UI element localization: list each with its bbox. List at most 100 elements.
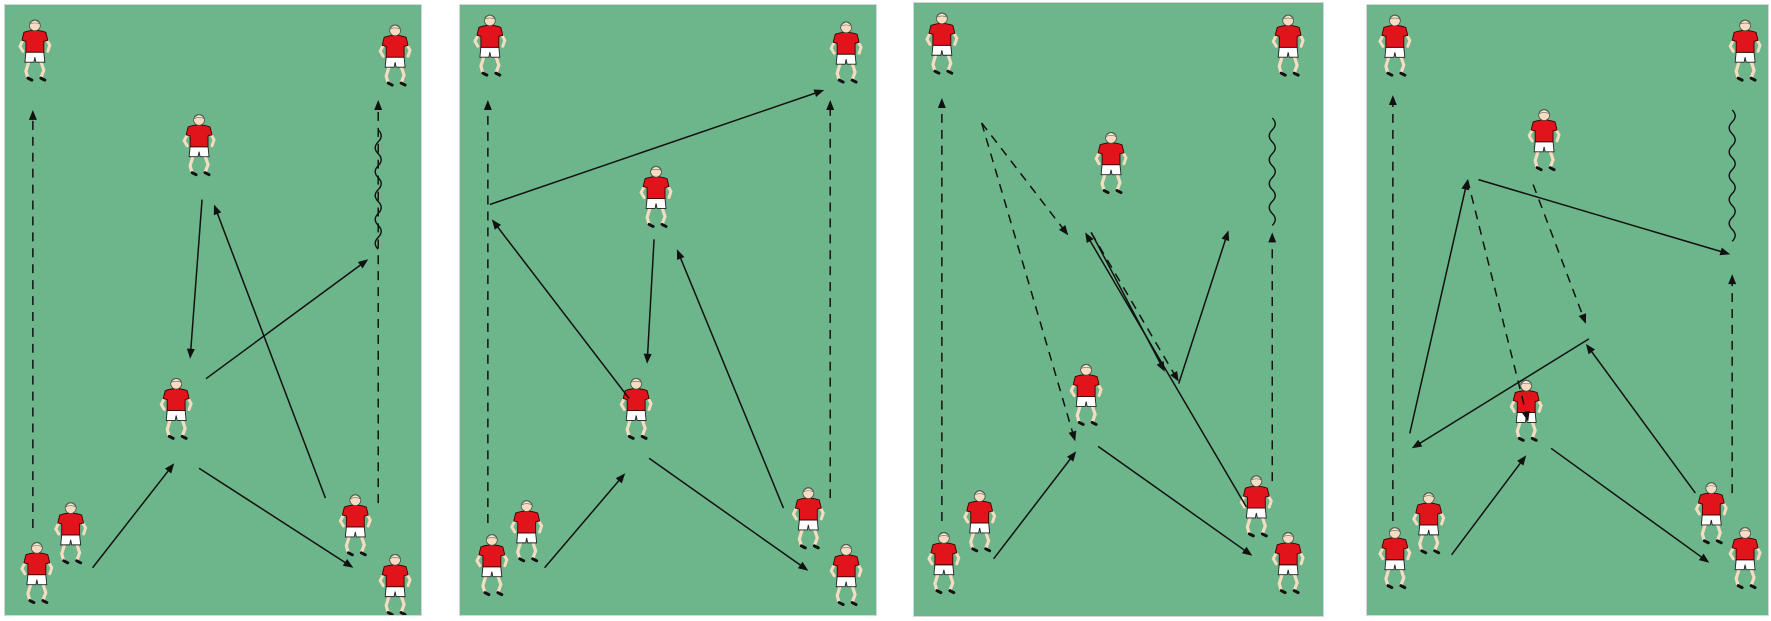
- run-dashed-arrow: [374, 100, 383, 504]
- arrowhead-icon: [491, 219, 502, 230]
- player-figure-icon: [963, 490, 997, 553]
- arrowhead-icon: [1068, 430, 1077, 442]
- arrowhead-icon: [1085, 232, 1094, 243]
- arrowhead-icon: [1066, 451, 1077, 462]
- run-dashed-arrow: [937, 98, 946, 521]
- arrowhead-icon: [1170, 371, 1179, 382]
- run-dashed-arrow: [1532, 184, 1587, 324]
- drill-panel-3: [913, 2, 1324, 617]
- players-layer: [1378, 14, 1762, 590]
- dribble-wavy-line: [1728, 109, 1736, 242]
- run-dashed-arrow: [826, 100, 835, 499]
- arrowhead-icon: [1059, 225, 1069, 236]
- player-figure-icon: [20, 542, 54, 605]
- pass-solid-arrow: [1411, 338, 1590, 449]
- arrowhead-icon: [1268, 232, 1277, 243]
- run-dashed-arrow: [483, 100, 492, 523]
- arrowhead-icon: [643, 353, 652, 364]
- pass-solid-arrow: [186, 199, 203, 359]
- pass-solid-arrow: [213, 204, 327, 499]
- run-dashed-arrow: [1388, 95, 1397, 521]
- arrowhead-icon: [813, 89, 825, 98]
- arrowhead-icon: [1221, 230, 1230, 242]
- pass-solid-arrow: [1409, 179, 1470, 434]
- drill-panel-1: [4, 4, 422, 616]
- pass-solid-arrow: [205, 259, 369, 380]
- arrowhead-icon: [1241, 546, 1253, 556]
- player-figure-icon: [338, 494, 372, 557]
- arrowhead-icon: [1411, 439, 1423, 449]
- arrowhead-icon: [1698, 553, 1710, 563]
- pass-solid-arrow: [1085, 232, 1248, 508]
- pass-solid-arrow: [544, 473, 626, 569]
- pass-solid-arrow: [1097, 445, 1253, 556]
- player-figure-icon: [18, 19, 52, 82]
- arrowhead-icon: [374, 100, 383, 110]
- players-layer: [473, 14, 863, 607]
- pass-solid-arrow: [489, 89, 825, 206]
- arrowhead-icon: [213, 204, 222, 216]
- pass-solid-arrow: [198, 467, 354, 568]
- player-figure-icon: [1527, 109, 1561, 172]
- arrowhead-icon: [1517, 455, 1527, 466]
- pass-solid-arrow: [91, 463, 175, 569]
- dribble-wavy-line: [1268, 117, 1276, 226]
- run-dashed-arrow: [1268, 232, 1277, 482]
- players-layer: [18, 19, 412, 615]
- player-figure-icon: [473, 14, 507, 77]
- player-figure-icon: [829, 21, 863, 84]
- run-dashed-arrow: [1728, 274, 1737, 494]
- drill-panel-4: [1366, 4, 1769, 616]
- player-figure-icon: [1412, 492, 1446, 555]
- player-figure-icon: [1094, 132, 1128, 195]
- arrowhead-icon: [937, 98, 946, 108]
- run-dashed-arrow: [1090, 231, 1179, 382]
- arrowhead-icon: [1521, 410, 1530, 422]
- pass-solid-arrow: [491, 219, 630, 400]
- run-dashed-arrow: [28, 109, 37, 528]
- arrowhead-icon: [676, 249, 685, 261]
- player-figure-icon: [1239, 475, 1273, 538]
- drill-diagram-1: [18, 19, 412, 615]
- arrowhead-icon: [615, 473, 626, 484]
- arrowhead-icon: [357, 259, 369, 269]
- moves-layer: [483, 89, 835, 571]
- run-dashed-arrow: [981, 122, 1069, 236]
- arrowhead-icon: [342, 559, 354, 568]
- player-figure-icon: [1728, 527, 1762, 590]
- arrowhead-icon: [28, 109, 37, 120]
- arrowhead-icon: [826, 100, 835, 110]
- player-figure-icon: [54, 502, 88, 565]
- player-figure-icon: [182, 114, 216, 177]
- pass-solid-arrow: [1177, 230, 1230, 384]
- arrowhead-icon: [483, 100, 492, 110]
- player-figure-icon: [829, 544, 863, 607]
- run-dashed-arrow: [980, 122, 1077, 442]
- pass-solid-arrow: [1478, 178, 1731, 256]
- player-figure-icon: [1378, 14, 1412, 77]
- player-figure-icon: [1378, 527, 1412, 590]
- pass-solid-arrow: [648, 457, 809, 571]
- moves-layer: [1388, 95, 1737, 563]
- player-figure-icon: [925, 12, 959, 75]
- arrowhead-icon: [1719, 247, 1731, 256]
- player-figure-icon: [510, 500, 544, 563]
- pass-solid-arrow: [1450, 455, 1527, 556]
- pass-solid-arrow: [993, 451, 1077, 560]
- player-figure-icon: [1509, 379, 1543, 442]
- pass-solid-arrow: [1090, 232, 1165, 372]
- arrowhead-icon: [797, 561, 809, 571]
- player-figure-icon: [1728, 19, 1762, 82]
- moves-layer: [937, 98, 1277, 560]
- drill-panel-2: [459, 4, 877, 616]
- player-figure-icon: [1271, 14, 1305, 77]
- player-figure-icon: [159, 377, 193, 440]
- dribble-wavy-line: [374, 129, 382, 250]
- players-layer: [925, 12, 1305, 595]
- pass-solid-arrow: [1585, 343, 1696, 494]
- arrowhead-icon: [1461, 179, 1470, 191]
- player-figure-icon: [378, 553, 412, 615]
- player-figure-icon: [1271, 532, 1305, 595]
- player-figure-icon: [378, 24, 412, 87]
- arrowhead-icon: [1728, 274, 1737, 285]
